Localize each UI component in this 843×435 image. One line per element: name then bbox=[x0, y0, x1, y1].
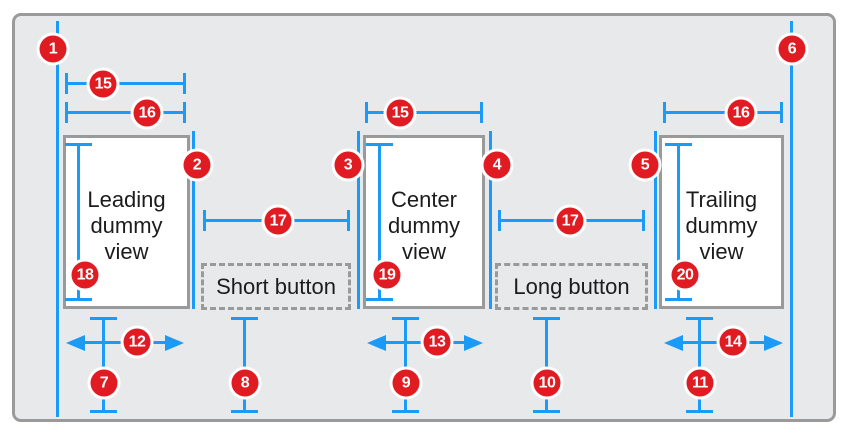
view-label-line: view bbox=[699, 239, 744, 264]
trailing-view-height-dim-20 bbox=[665, 143, 692, 301]
view-label-line: dummy bbox=[685, 213, 758, 238]
bottom-guide-8 bbox=[231, 317, 258, 413]
callout-badge-18: 18 bbox=[71, 261, 99, 289]
center-dummy-view: Center dummy view bbox=[363, 135, 485, 309]
callout-badge-2: 2 bbox=[183, 151, 211, 179]
callout-badge-9: 9 bbox=[392, 369, 420, 397]
long-button-label: Long button bbox=[513, 273, 630, 299]
callout-badge-13: 13 bbox=[423, 328, 451, 356]
view-label-line: Leading bbox=[87, 187, 166, 212]
long-button: Long button bbox=[495, 263, 648, 310]
leading-view-height-dim-18 bbox=[65, 143, 92, 301]
center-view-trailing-edge-line bbox=[489, 131, 492, 309]
center-view-height-dim-19 bbox=[366, 143, 393, 301]
callout-badge-19: 19 bbox=[373, 261, 401, 289]
callout-badge-16-right: 16 bbox=[727, 99, 755, 127]
callout-badge-17-right: 17 bbox=[556, 207, 584, 235]
bottom-guide-7 bbox=[90, 317, 117, 413]
leading-view-width-dim-16 bbox=[65, 102, 186, 123]
callout-badge-1: 1 bbox=[39, 35, 67, 63]
callout-badge-15-left: 15 bbox=[89, 70, 117, 98]
callout-badge-8: 8 bbox=[231, 369, 259, 397]
callout-badge-17-left: 17 bbox=[264, 207, 292, 235]
center-view-leading-edge-line bbox=[357, 131, 360, 309]
callout-badge-6: 6 bbox=[778, 35, 806, 63]
leading-view-trailing-edge-line bbox=[192, 131, 195, 309]
bottom-guide-9 bbox=[392, 317, 419, 413]
view-label-line: dummy bbox=[387, 213, 461, 238]
leading-view-width-dim-15 bbox=[65, 73, 186, 94]
view-label-line: view bbox=[104, 239, 149, 264]
short-button: Short button bbox=[201, 263, 351, 310]
callout-badge-7: 7 bbox=[90, 369, 118, 397]
callout-badge-10: 10 bbox=[533, 369, 561, 397]
trailing-view-leading-edge-line bbox=[654, 131, 657, 309]
callout-badge-5: 5 bbox=[631, 151, 659, 179]
short-button-label: Short button bbox=[216, 273, 336, 299]
center-view-width-dim-15 bbox=[365, 102, 483, 123]
view-label-line: Trailing bbox=[685, 187, 758, 212]
leading-margin-line bbox=[56, 21, 59, 417]
callout-badge-20: 20 bbox=[671, 261, 699, 289]
callout-badge-16-left: 16 bbox=[133, 99, 161, 127]
callout-badge-14: 14 bbox=[719, 328, 747, 356]
callout-badge-3: 3 bbox=[334, 151, 362, 179]
bottom-guide-11 bbox=[686, 317, 713, 413]
view-label-line: view bbox=[401, 239, 446, 264]
callout-badge-4: 4 bbox=[483, 151, 511, 179]
callout-badge-11: 11 bbox=[686, 369, 714, 397]
trailing-view-width-dim-16 bbox=[663, 102, 783, 123]
callout-badge-15-center: 15 bbox=[386, 99, 414, 127]
view-label-line: dummy bbox=[90, 213, 163, 238]
bottom-guide-10 bbox=[533, 317, 560, 413]
view-label-line: Center bbox=[390, 187, 458, 212]
trailing-margin-line bbox=[790, 21, 793, 417]
callout-badge-12: 12 bbox=[123, 328, 151, 356]
